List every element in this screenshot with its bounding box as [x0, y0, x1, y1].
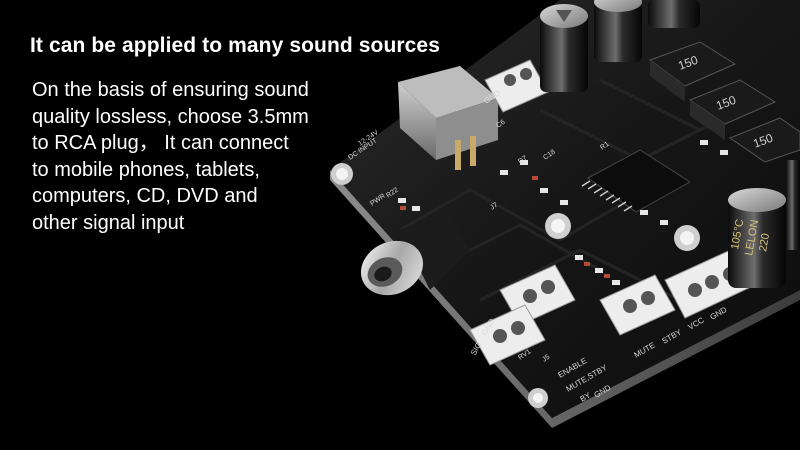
description: On the basis of ensuring sound quality l…: [32, 77, 372, 236]
svg-text:150: 150: [751, 131, 775, 151]
capacitor-far-right: [786, 160, 800, 250]
rca-plug: [360, 210, 470, 296]
inductor-2: 150: [688, 79, 777, 140]
headline: It can be applied to many sound sources: [30, 34, 440, 57]
description-line: quality lossless, choose 3.5mm: [32, 105, 309, 128]
svg-text:220: 220: [757, 232, 772, 252]
capacitor-right: 105°C LELON 220: [728, 188, 786, 288]
description-line: to RCA plug， It can connect: [32, 132, 289, 154]
svg-text:C6: C6: [495, 119, 506, 130]
description-line: computers, CD, DVD and: [32, 185, 258, 207]
svg-text:D7: D7: [517, 155, 528, 166]
svg-text:105°C: 105°C: [729, 218, 746, 250]
dc-jack: [398, 66, 498, 170]
svg-text:J7: J7: [489, 202, 499, 212]
capacitor-top-1: [540, 4, 588, 92]
description-line: On the basis of ensuring sound: [32, 79, 309, 101]
inductor-3: 150: [728, 117, 800, 163]
capacitor-top-2: [594, 0, 642, 62]
description-line: other signal input: [32, 211, 185, 234]
svg-text:150: 150: [676, 53, 700, 73]
svg-text:J5: J5: [541, 354, 551, 364]
amplifier-ic: [581, 149, 691, 213]
description-line: to mobile phones, tablets,: [32, 158, 260, 181]
svg-text:R1: R1: [599, 141, 610, 152]
capacitor-top-3: [648, 0, 700, 28]
svg-text:150: 150: [714, 93, 738, 113]
inductor-1: 150: [648, 41, 737, 102]
